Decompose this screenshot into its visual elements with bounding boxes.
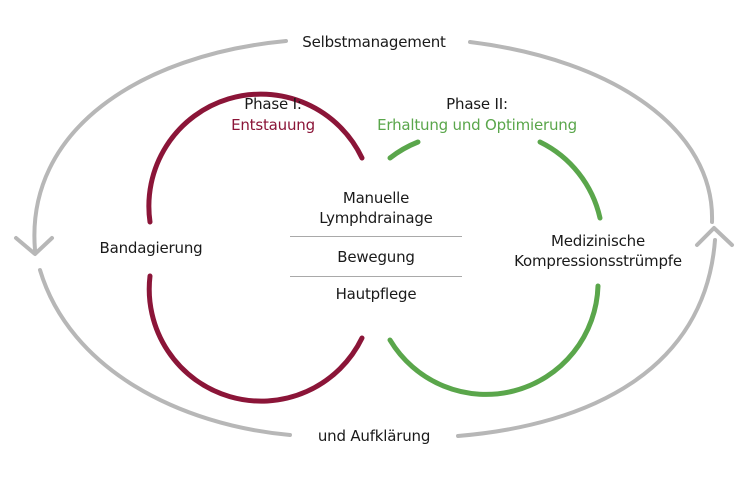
outer-arc-bottom-right [456, 238, 717, 438]
center-item-bewegung: Bewegung [337, 248, 415, 266]
phase1-ring [146, 91, 365, 404]
phase2-side-label-line2: Kompressionsstrümpfe [514, 252, 682, 270]
phase1-side-label: Bandagierung [99, 239, 203, 257]
outer-arrowhead-left [14, 236, 54, 256]
phase2-title: Phase II: [446, 95, 508, 113]
phase1-arc-bottom [146, 273, 365, 404]
outer-arc-top-left [32, 39, 288, 252]
phase1-name: Entstauung [231, 116, 315, 134]
outer-bottom-label: und Aufklärung [317, 427, 431, 445]
phase1-title: Phase I: [244, 95, 302, 113]
phase2-ring [387, 139, 603, 397]
center-item-1-line2: Lymphdrainage [319, 209, 433, 227]
outer-cycle [14, 39, 734, 438]
center-item-lymphdrainage: Manuelle Lymphdrainage [290, 188, 462, 236]
center-item-1-line1: Manuelle [342, 189, 410, 207]
center-divider-2 [290, 276, 462, 277]
phase2-arc-bottom [387, 283, 601, 397]
outer-arc-bottom-left [38, 268, 292, 437]
outer-top-label: Selbstmanagement [302, 33, 446, 51]
center-measures-list: Manuelle Lymphdrainage Bewegung Hautpfle… [290, 188, 462, 304]
phase2-arc-top-right [537, 139, 603, 221]
phase1-arc-top [146, 91, 365, 225]
center-divider-1 [290, 236, 462, 237]
phase2-arc-top-left [387, 139, 421, 161]
phase2-side-label-line1: Medizinische [551, 232, 645, 250]
outer-arc-top-right [468, 40, 715, 224]
center-item-hautpflege: Hautpflege [335, 285, 417, 303]
phase2-name: Erhaltung und Optimierung [377, 116, 577, 134]
outer-arrowhead-right [695, 226, 734, 247]
